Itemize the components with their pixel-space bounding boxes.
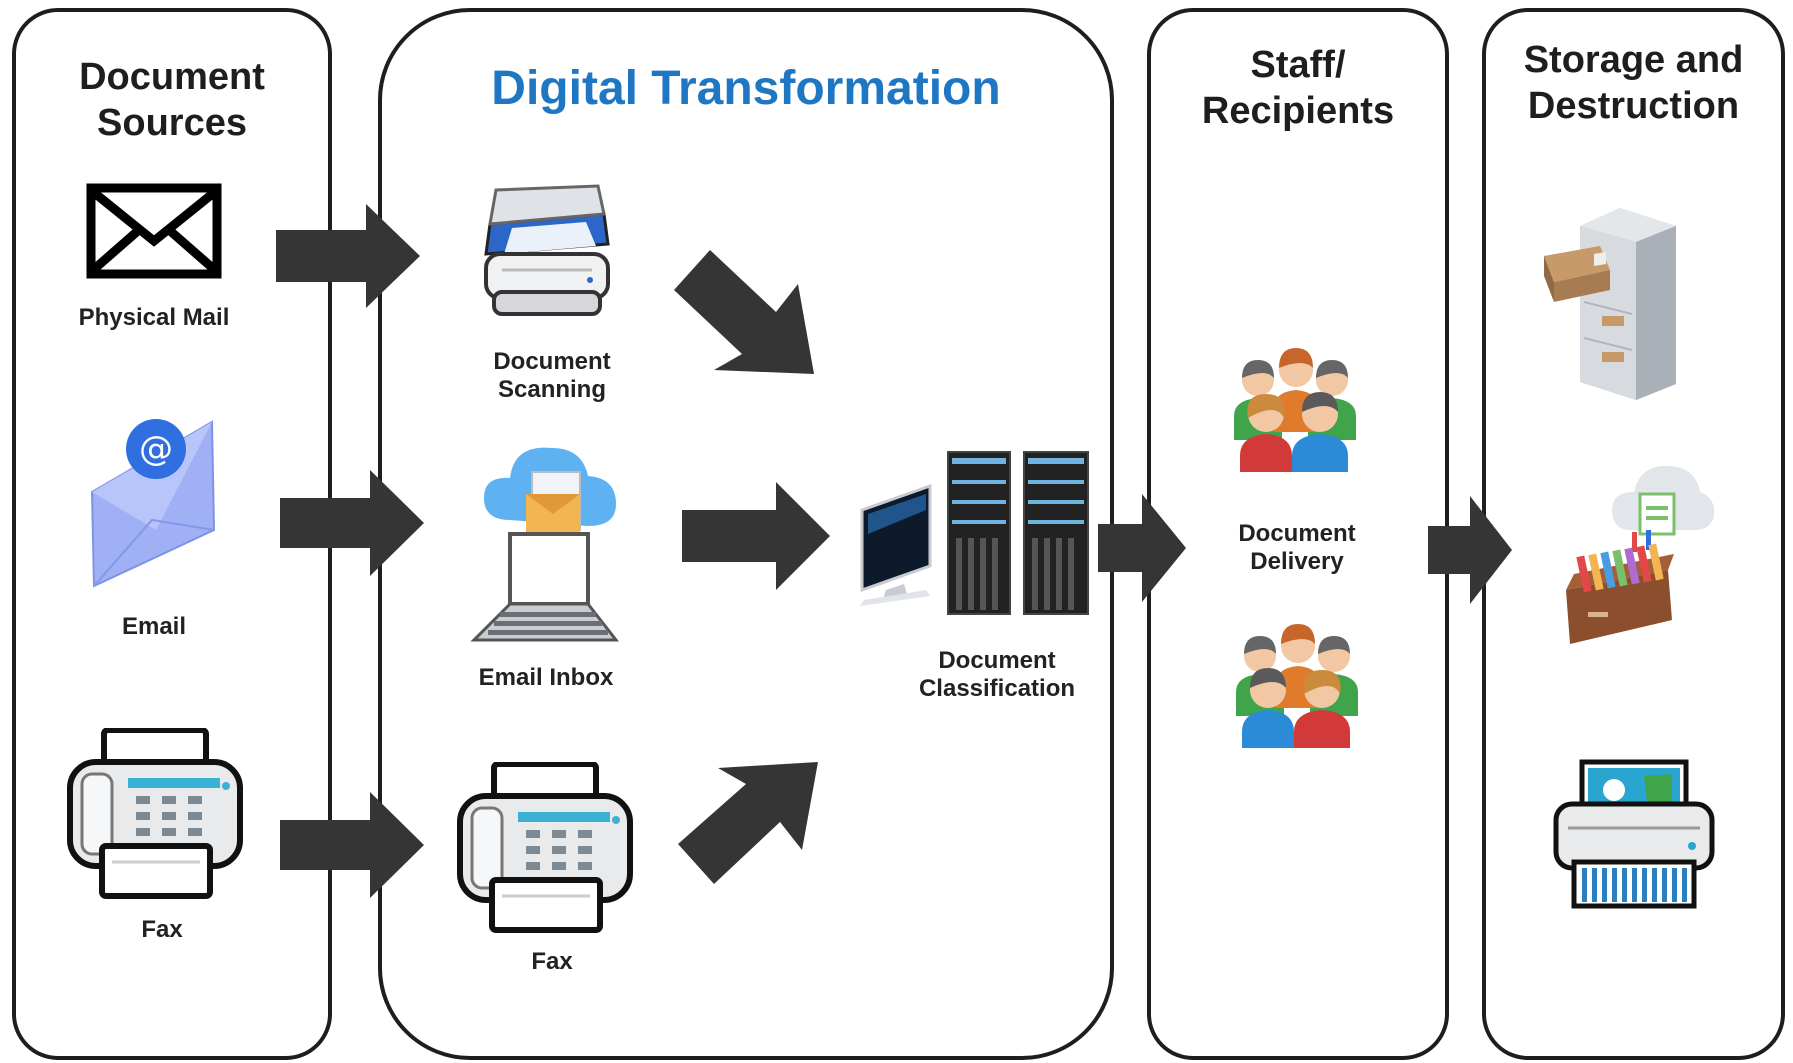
label-line: Scanning: [497, 376, 606, 404]
arrow-right-icon: [1098, 494, 1186, 602]
document-scanning-label: Document Scanning: [472, 348, 632, 405]
title-line: Storage and: [1523, 39, 1744, 81]
title-line: Sources: [97, 102, 247, 145]
arrow-diagonal-down-icon: [674, 244, 824, 376]
arrow-right-icon: [280, 792, 424, 898]
shredder-icon: [1552, 758, 1716, 910]
fax-machine-icon: [456, 762, 634, 934]
title-line: Staff/: [1250, 44, 1346, 86]
document-delivery-label: Document Delivery: [1222, 520, 1372, 577]
arrow-right-icon: [682, 482, 830, 590]
cloud-laptop-icon: [470, 434, 620, 650]
scanner-icon: [482, 184, 612, 320]
cloud-archive-drawer-icon: [1560, 460, 1716, 646]
fax-digital-label: Fax: [531, 948, 573, 975]
email-label: Email: [121, 613, 187, 640]
people-group-icon: [1232, 618, 1362, 750]
server-computer-icon: [852, 450, 1092, 616]
physical-mail-label: Physical Mail: [78, 304, 230, 331]
label-line: Classification: [918, 675, 1076, 703]
email-envelope-icon: @: [86, 412, 220, 588]
fax-source-label: Fax: [141, 916, 183, 943]
document-classification-label: Document Classification: [902, 647, 1092, 704]
title-line: Destruction: [1527, 85, 1740, 128]
envelope-icon: [86, 183, 222, 279]
label-line: Document: [938, 647, 1056, 674]
document-sources-title: Document Sources: [16, 54, 328, 147]
label-line: Document: [1238, 520, 1356, 547]
title-line: Document: [79, 56, 265, 98]
people-group-icon: [1230, 342, 1360, 474]
fax-machine-icon: [66, 728, 244, 900]
arrow-right-icon: [280, 470, 424, 576]
label-line: Document: [493, 348, 611, 375]
email-inbox-label: Email Inbox: [478, 664, 614, 691]
arrow-right-icon: [276, 204, 420, 308]
staff-recipients-title: Staff/ Recipients: [1151, 42, 1445, 135]
svg-text:@: @: [139, 429, 173, 469]
label-line: Delivery: [1250, 548, 1344, 576]
digital-transformation-title: Digital Transformation: [491, 62, 1001, 115]
arrow-right-icon: [1428, 496, 1512, 604]
filing-cabinet-icon: [1540, 206, 1680, 400]
storage-destruction-title: Storage and Destruction: [1486, 37, 1781, 130]
arrow-diagonal-up-icon: [678, 762, 828, 892]
title-line: Recipients: [1201, 90, 1395, 133]
